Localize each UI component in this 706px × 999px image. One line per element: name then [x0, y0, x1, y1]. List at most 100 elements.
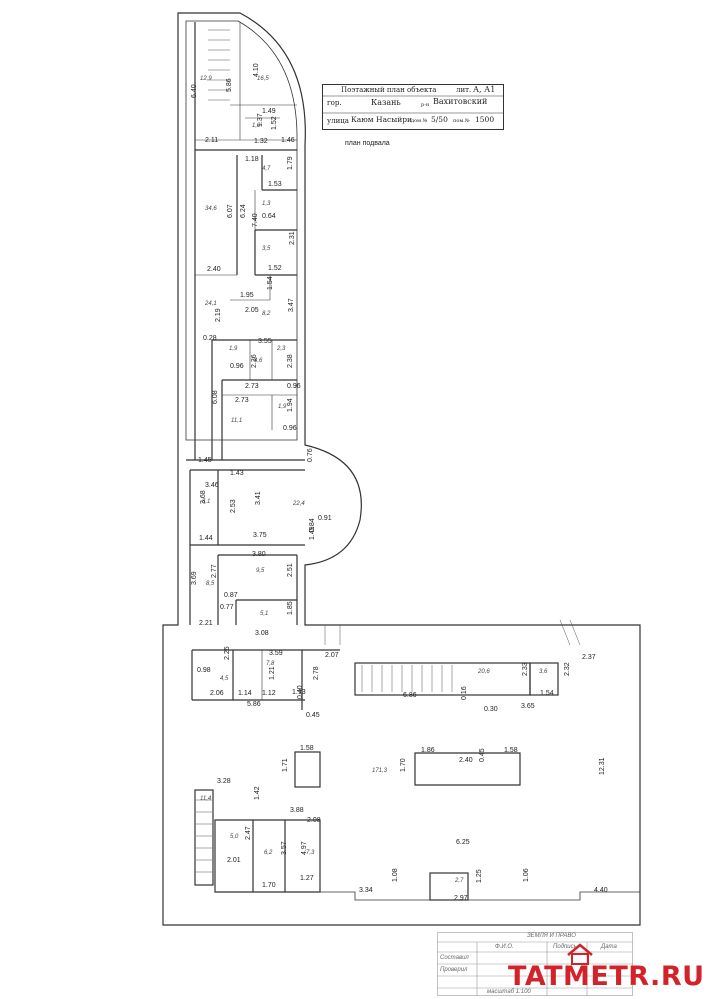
room-area-label: 3,6 [539, 669, 548, 675]
room-area-label: 12,9 [200, 76, 212, 82]
dimension-label: 6.86 [403, 692, 417, 699]
outer-wall [162, 12, 641, 926]
district-label: р-н [421, 102, 430, 108]
dimension-label: 2.77 [211, 564, 218, 578]
dimension-label: 0.87 [224, 592, 238, 599]
plan-title: Поэтажный план объекта [341, 86, 437, 94]
dimension-label: 1.45 [198, 457, 212, 464]
dimension-label: 1.79 [287, 156, 294, 170]
dimension-label: 6.24 [240, 204, 247, 218]
dimension-label: 1.70 [262, 882, 276, 889]
dimension-label: 1.06 [523, 868, 530, 882]
dimension-label: 1.52 [271, 116, 278, 130]
dimension-label: 2.47 [245, 826, 252, 840]
room-area-label: 22,4 [292, 501, 305, 507]
room-3-outline [354, 662, 531, 696]
room-5a-outline [429, 872, 469, 901]
room-area-label: 11,4 [200, 796, 212, 802]
dimension-label: 0.16 [461, 686, 468, 700]
street-label: улица [327, 117, 349, 125]
dimension-label: 2.38 [287, 354, 294, 368]
dimension-label: 6.25 [456, 839, 470, 846]
wall-line [215, 891, 640, 901]
plan-caption: план подвала [345, 140, 390, 147]
lit-label: лит. [456, 86, 472, 94]
dimension-label: 1.54 [540, 690, 554, 697]
dimension-label: 2.19 [215, 308, 222, 322]
room-area-label: 4,6 [254, 358, 263, 364]
dimension-label: 3.46 [205, 482, 219, 489]
room-area-label: 1,9 [278, 404, 287, 410]
dimension-label: 1.43 [230, 470, 244, 477]
district-value: Вахитовский [433, 97, 488, 106]
stamp-grid [437, 932, 633, 996]
room-area-label: 2,7 [454, 878, 464, 884]
dimension-label: 7.40 [252, 213, 259, 227]
dimension-label: 12.31 [599, 757, 606, 775]
house-logo-icon [567, 943, 593, 965]
dimension-label: 2.40 [459, 757, 473, 764]
city-value: Казань [371, 98, 401, 107]
dimension-label: 1.54 [267, 276, 274, 290]
dimension-label: 3.69 [191, 571, 198, 585]
stamp-col-date: Дата [601, 944, 617, 950]
watermark-logo: TATMETR.RU [508, 961, 705, 992]
dimension-label: 1.52 [268, 265, 282, 272]
dimension-label: 5.86 [226, 78, 233, 92]
room-area-label: 1,9 [229, 346, 238, 352]
dimension-label: 4.40 [594, 887, 608, 894]
dimension-label: 1.53 [268, 181, 282, 188]
room-area-label: 20,6 [477, 669, 490, 675]
stamp-col-fio: Ф.И.О. [495, 944, 514, 950]
house-value: 5/50 [431, 115, 448, 124]
room-area-label: 171,3 [372, 768, 388, 774]
info-table-grid [323, 95, 503, 114]
dimension-label: 2.37 [582, 654, 596, 661]
room-area-label: 8,2 [262, 311, 271, 317]
dimension-label: 2.05 [245, 307, 259, 314]
dimension-label: 2.06 [210, 690, 224, 697]
dimension-label: 1.46 [281, 137, 295, 144]
dimension-label: 3.34 [359, 887, 373, 894]
dimension-label: 3.08 [255, 630, 269, 637]
title-block-stamp: ЗЕМЛЯ И ПРАВО Ф.И.О. Подпись Дата Состав… [437, 932, 633, 996]
dimension-label: 2.25 [224, 646, 231, 660]
dimension-label: 2.97 [454, 895, 468, 902]
dimension-label: 4.10 [253, 63, 260, 77]
dimension-label: 1.42 [254, 786, 261, 800]
dimension-label: 1.21 [269, 666, 276, 680]
room-number-value: 1500 [475, 115, 495, 124]
dimension-label: 3.28 [217, 778, 231, 785]
room-area-label: 11,1 [231, 418, 242, 424]
dimension-label: 2.51 [287, 563, 294, 577]
dimension-label: 1.86 [421, 747, 435, 754]
room-area-label: 9,5 [256, 568, 265, 574]
dimension-label: 2.73 [235, 397, 249, 404]
room-number-label: пом.№ [453, 118, 470, 124]
dimension-label: 2.36 [251, 354, 258, 368]
dimension-label: 6.40 [191, 84, 198, 98]
room-area-label: 7,3 [306, 850, 315, 856]
dimension-label: 0.84 [309, 518, 316, 532]
dimension-label: 2.31 [289, 231, 296, 245]
room-area-label: 24,1 [204, 301, 217, 307]
info-table: Поэтажный план объекта лит. А, А1 гор. К… [322, 84, 504, 130]
dimension-label: 3.47 [288, 298, 295, 312]
dimension-label: 0.91 [318, 515, 332, 522]
stamp-footer: масштаб 1:100 [487, 989, 531, 995]
dimension-label: 1.49 [309, 526, 316, 540]
lit-value: А, А1 [473, 85, 496, 94]
dimension-label: 1.95 [240, 292, 254, 299]
dimension-label: 1.44 [199, 535, 213, 542]
dimension-label: 1.70 [400, 758, 407, 772]
dimension-label: 3.80 [252, 551, 266, 558]
dimension-label: 2.32 [564, 662, 571, 676]
dimension-label: 0.76 [307, 448, 314, 462]
dimension-label: 2.01 [227, 857, 241, 864]
dimension-label: 0.98 [197, 667, 211, 674]
room-area-label: 4,5 [220, 676, 229, 682]
room-area-label: 4,7 [262, 166, 271, 172]
room-area-label: 8,5 [206, 581, 215, 587]
dimension-label: 3.88 [290, 807, 304, 814]
stairs-left [194, 789, 214, 886]
